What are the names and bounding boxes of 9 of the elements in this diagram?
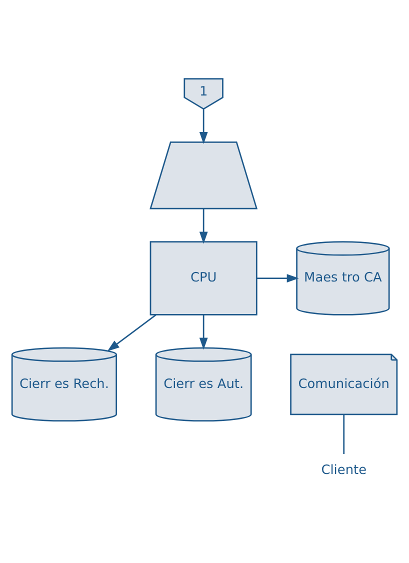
arrow: [199, 109, 208, 144]
arrow: [107, 314, 156, 352]
arrow: [199, 314, 208, 350]
node-box: CPU: [150, 241, 258, 316]
arrow: [256, 274, 299, 282]
node-text: Cliente: [321, 463, 367, 478]
node-trapezoid: [150, 141, 258, 210]
arrow: [199, 208, 208, 244]
connector: [343, 414, 345, 454]
